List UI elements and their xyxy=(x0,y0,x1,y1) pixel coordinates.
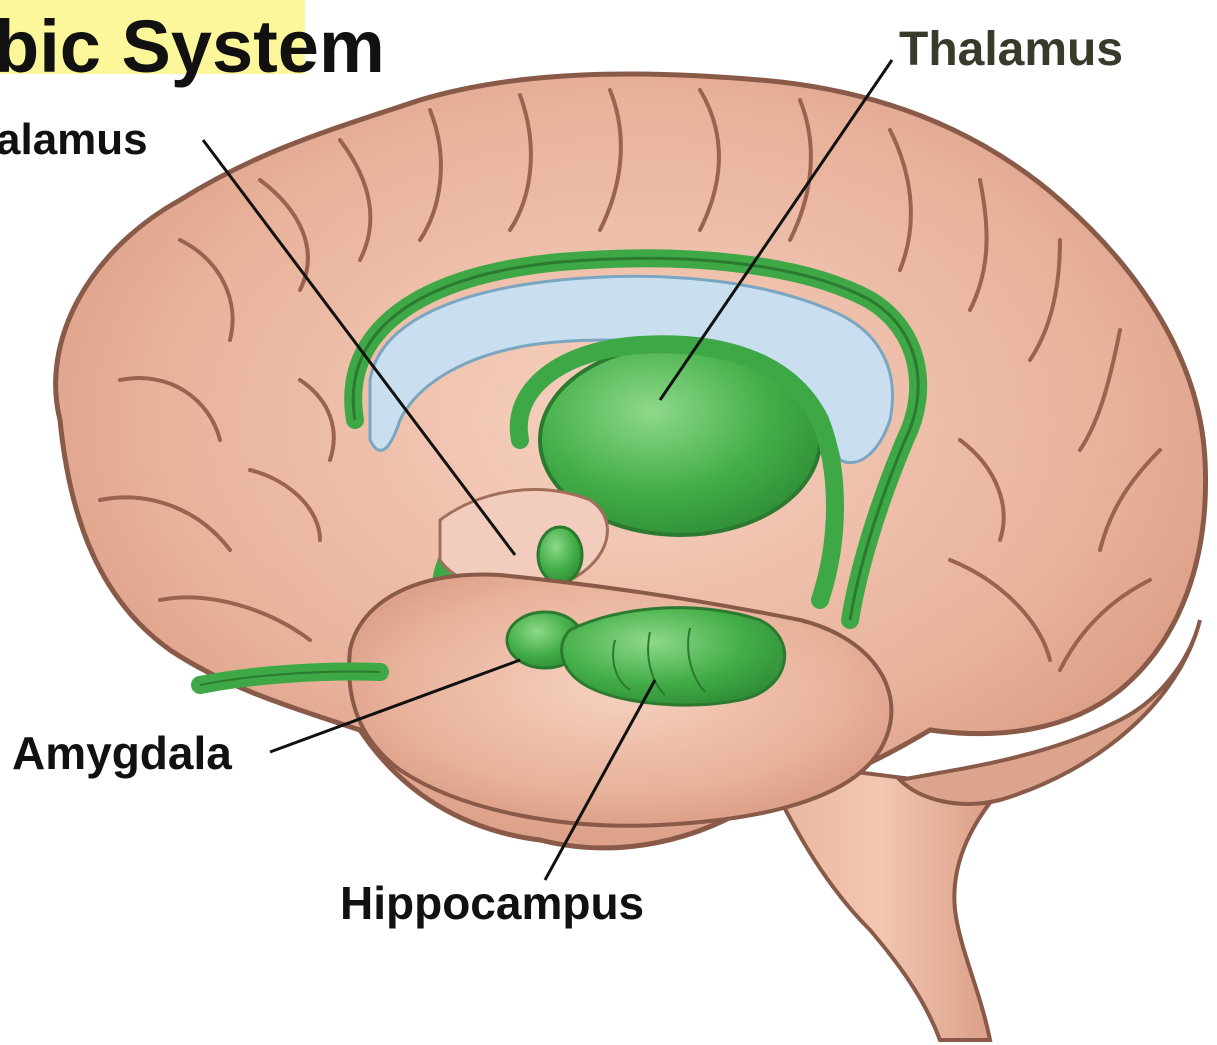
hypothalamus-label: alamus xyxy=(0,118,148,162)
mammillary-body xyxy=(538,527,582,583)
thalamus-label: Thalamus xyxy=(899,26,1123,74)
hippocampus-structure xyxy=(562,608,785,705)
amygdala-label: Amygdala xyxy=(12,730,232,776)
hippocampus-label: Hippocampus xyxy=(340,880,644,926)
diagram-title: bic System xyxy=(0,10,385,84)
